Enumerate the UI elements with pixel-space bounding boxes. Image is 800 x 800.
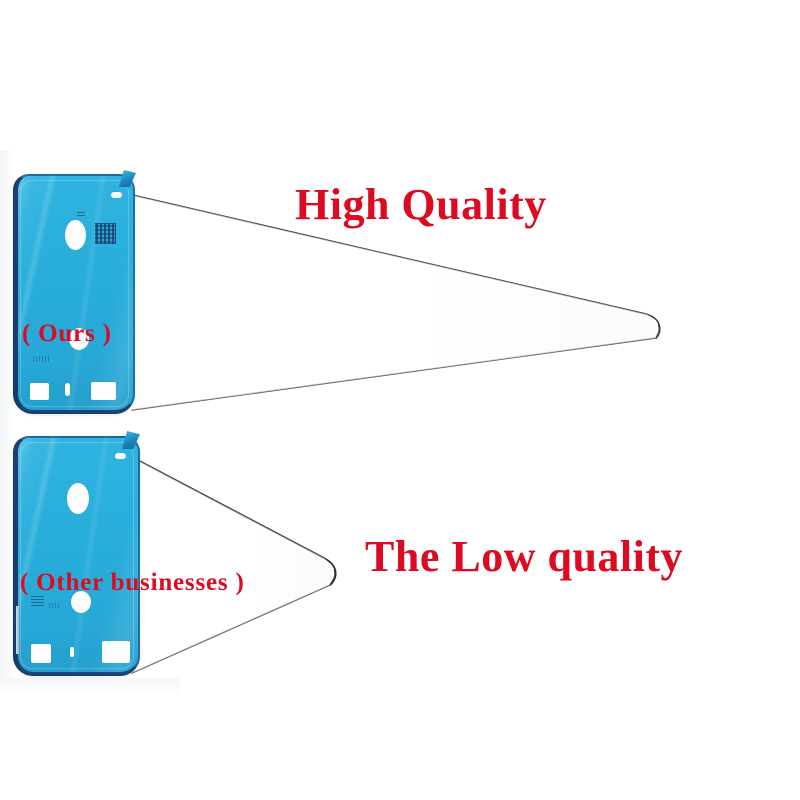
upper-sticker-rim [13, 174, 135, 414]
upper-product-label: ( Ours ) [22, 320, 112, 347]
upper-sticker-channel [20, 180, 129, 407]
lower-quality-caption: The Low quality [365, 532, 684, 581]
upper-earpiece-oval-cutout-icon [65, 220, 86, 250]
lower-bottom-right-tab-cutout-icon [102, 641, 130, 663]
upper-datamatrix-code-icon [95, 223, 116, 244]
lower-sticker-rim [13, 436, 140, 676]
lower-print-mark [31, 596, 44, 606]
lower-print-mark-secondary [49, 603, 61, 608]
lower-earpiece-oval-cutout-icon [67, 483, 89, 514]
lower-bottom-left-tab-cutout-icon [31, 644, 51, 663]
lower-home-oval-cutout-icon [71, 591, 91, 613]
lower-sticker-channel [20, 442, 134, 669]
lower-adhesive-sticker [13, 436, 140, 676]
upper-bottom-right-tab-cutout-icon [91, 382, 116, 400]
lower-sticker-sheen [13, 436, 140, 676]
upper-cross-section-wedge-icon [118, 178, 670, 418]
upper-lower-print-mark [33, 356, 49, 362]
lower-sample-group: ( Other businesses ) The Low quality [0, 420, 800, 710]
upper-sticker-sheen [13, 174, 135, 414]
upper-sample-group: ( Ours ) High Quality [13, 170, 670, 418]
upper-home-oval-cutout-icon [69, 328, 89, 350]
upper-print-mark [77, 211, 85, 216]
lower-corner-notch-cutout-icon [115, 453, 126, 459]
lower-bottom-center-notch-cutout-icon [70, 647, 74, 657]
upper-corner-notch-cutout-icon [111, 192, 122, 198]
lower-left-liner-strip [16, 606, 19, 654]
lower-product-label: ( Other businesses ) [20, 569, 245, 596]
upper-quality-caption: High Quality [295, 180, 547, 229]
upper-adhesive-sticker [13, 174, 135, 414]
upper-bottom-left-tab-cutout-icon [30, 383, 49, 400]
lower-cross-section-wedge-icon [118, 437, 353, 682]
upper-bottom-center-notch-cutout-icon [65, 383, 70, 396]
